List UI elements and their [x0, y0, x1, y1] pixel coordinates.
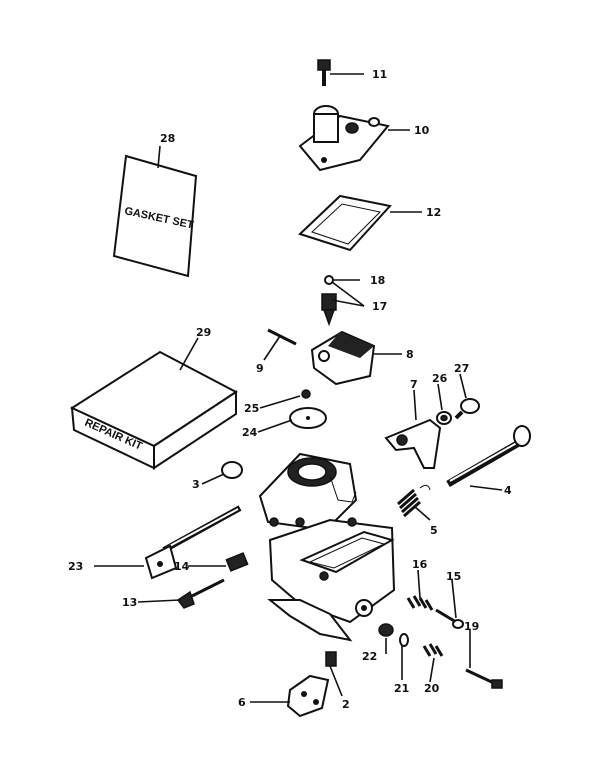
gasket-12 — [298, 194, 392, 252]
part-label-13: 13 — [122, 596, 137, 609]
plug-3 — [221, 461, 243, 479]
repair-kit-box: REPAIR KIT — [69, 350, 238, 470]
screw-27 — [454, 398, 480, 420]
ring-21 — [399, 633, 409, 647]
plate-6 — [286, 674, 330, 718]
part-label-14: 14 — [174, 560, 190, 573]
part-label-27: 27 — [454, 362, 469, 375]
part-label-4: 4 — [504, 484, 512, 497]
part-label-26: 26 — [432, 372, 448, 385]
part-label-29: 29 — [196, 326, 211, 339]
part-label-15: 15 — [446, 570, 461, 583]
part-label-18: 18 — [370, 274, 385, 287]
needle-valve-17-18 — [321, 275, 337, 327]
throttle-lever-7 — [384, 418, 442, 469]
screw-11 — [317, 59, 331, 86]
part-label-11: 11 — [372, 68, 387, 81]
part-label-8: 8 — [406, 348, 414, 361]
fuel-bowl-cover-10 — [298, 105, 390, 172]
screw-14 — [225, 552, 249, 572]
throttle-shaft-4 — [446, 425, 531, 488]
carburetor-body — [258, 452, 396, 642]
part-label-10: 10 — [414, 124, 430, 137]
part-label-17: 17 — [372, 300, 387, 313]
needle-15 — [435, 608, 464, 629]
part-label-3: 3 — [192, 478, 200, 491]
jet-2 — [325, 651, 337, 667]
part-label-7: 7 — [410, 378, 418, 391]
gasket-set-card: GASKET SET — [112, 154, 198, 278]
part-label-22: 22 — [362, 650, 377, 663]
part-label-20: 20 — [424, 682, 440, 695]
spring-16 — [406, 595, 434, 611]
part-label-28: 28 — [160, 132, 175, 145]
part-label-6: 6 — [238, 696, 246, 709]
needle-19 — [465, 668, 503, 689]
part-label-21: 21 — [394, 682, 409, 695]
part-label-12: 12 — [426, 206, 441, 219]
part-label-2: 2 — [342, 698, 350, 711]
part-label-25: 25 — [244, 402, 259, 415]
nut-22 — [378, 623, 394, 637]
part-label-24: 24 — [242, 426, 258, 439]
part-label-5: 5 — [430, 524, 438, 537]
part-number-labels: 11 10 12 18 17 8 9 28 29 25 24 7 26 27 3… — [68, 68, 512, 711]
needle-13 — [176, 578, 225, 609]
part-label-23: 23 — [68, 560, 83, 573]
part-label-16: 16 — [412, 558, 428, 571]
float-8 — [310, 330, 376, 386]
washer-26 — [436, 411, 452, 425]
part-label-9: 9 — [256, 362, 264, 375]
spring-5 — [397, 484, 431, 518]
part-label-19: 19 — [464, 620, 479, 633]
spring-20 — [422, 643, 444, 657]
float-pin-9 — [267, 328, 297, 346]
idle-screw-23 — [144, 505, 242, 580]
valve-24-25 — [289, 389, 327, 429]
leader-lines — [94, 73, 503, 703]
